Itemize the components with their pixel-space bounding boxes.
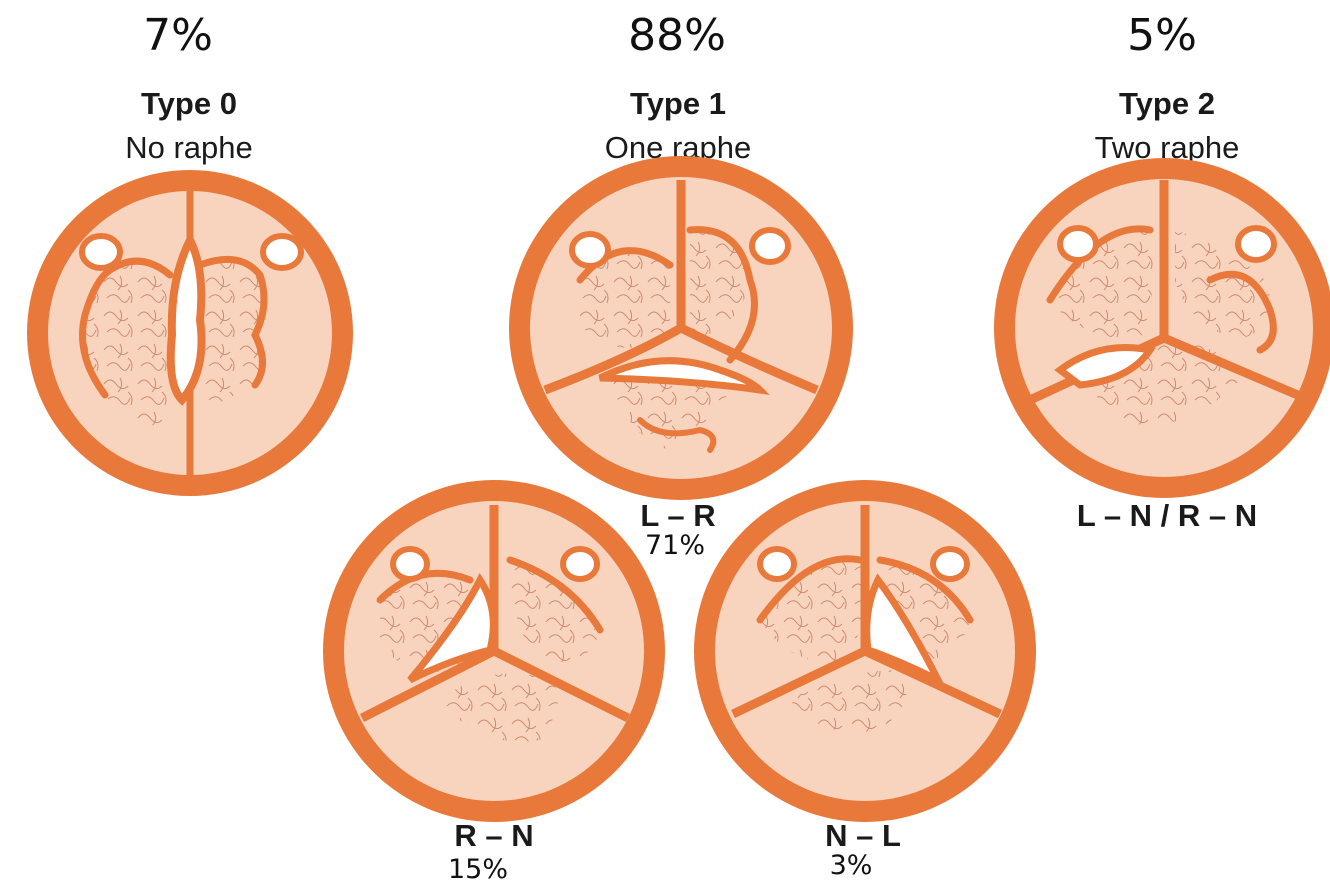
type-0-description: No raphe	[125, 130, 253, 165]
subtype-ln-rn-label: L – N / R – N	[1077, 498, 1257, 533]
valve-type-2	[994, 158, 1330, 498]
valve-type-0	[27, 170, 353, 496]
type-1-percent: 88%	[628, 10, 726, 61]
type-0-percent: 7%	[143, 10, 213, 61]
subtype-nl-label: N – L	[825, 818, 901, 853]
type-0-title: Type 0	[141, 86, 237, 121]
valve-type-1-rn	[323, 480, 665, 822]
type-2-title: Type 2	[1119, 86, 1215, 121]
valve-type-1-lr	[509, 156, 853, 500]
subtype-nl-percent: 3%	[830, 850, 873, 881]
subtype-lr-label: L – R	[640, 498, 715, 533]
subtype-rn-label: R – N	[454, 818, 533, 853]
subtype-lr-percent: 71%	[645, 530, 705, 561]
type-2-percent: 5%	[1127, 10, 1197, 61]
valve-type-1-nl	[694, 480, 1036, 822]
type-1-title: Type 1	[630, 86, 726, 121]
subtype-rn-percent: 15%	[448, 854, 508, 884]
